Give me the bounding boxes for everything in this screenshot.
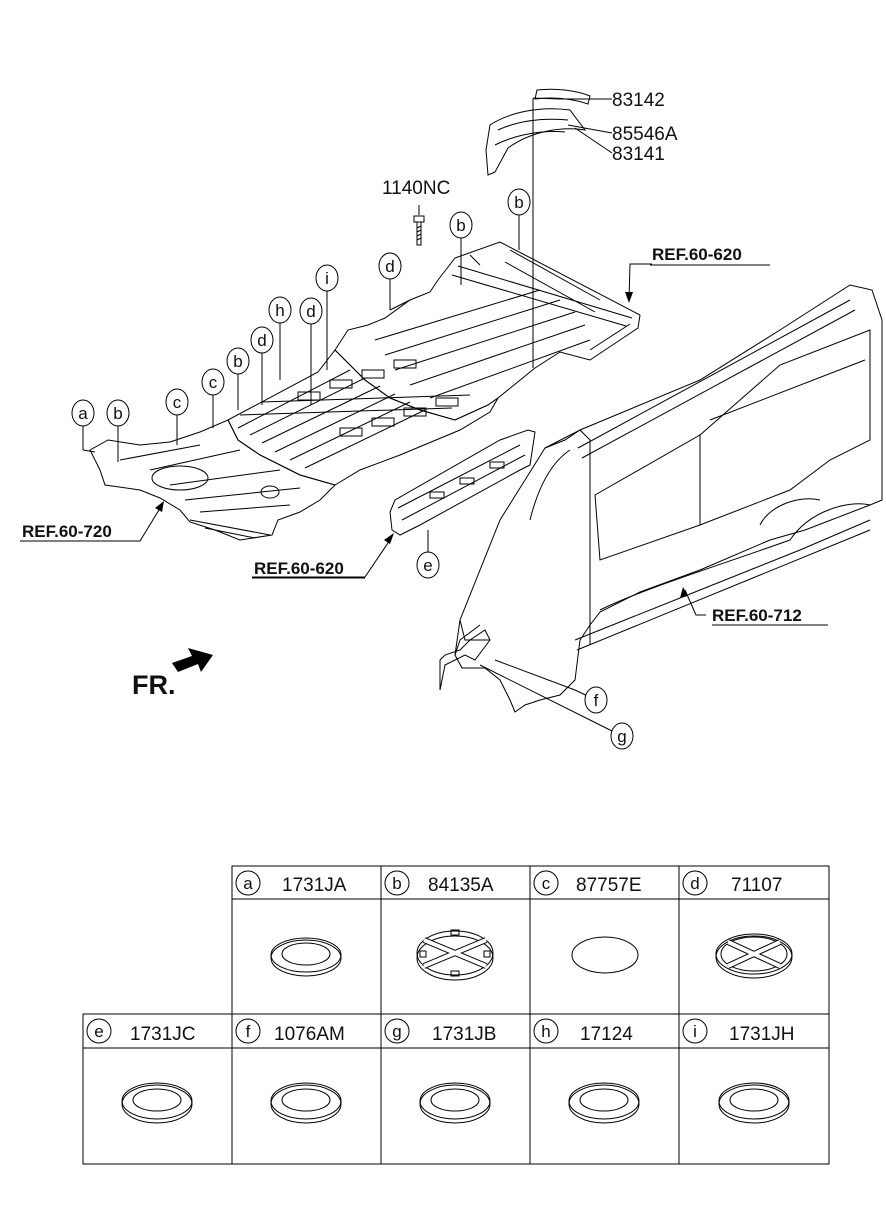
- cell-code-g: 1731JB: [432, 1024, 496, 1045]
- floor-panel-illustration: [89, 88, 883, 713]
- cell-letter-a: a: [243, 874, 253, 893]
- cell-letter-f: f: [246, 1022, 251, 1041]
- callout-c: [165, 388, 189, 416]
- callout-b: [449, 211, 473, 239]
- front-label: FR.: [132, 670, 176, 700]
- ref-label-60-620-top: REF.60-620: [652, 245, 742, 264]
- ref-label-60-712: REF.60-712: [712, 606, 802, 625]
- callouts: [71, 188, 634, 750]
- grommet-icon-i: [718, 1082, 790, 1124]
- callout-letter: a: [78, 404, 88, 423]
- cell-code-e: 1731JC: [130, 1024, 196, 1045]
- callout-letter: b: [514, 193, 523, 212]
- callout-b: [507, 188, 531, 216]
- cell-letter-g: g: [392, 1022, 401, 1041]
- oval-plug-icon-c: [571, 936, 639, 974]
- grommet-icon-f: [270, 1082, 342, 1124]
- cell-letter-e: e: [94, 1022, 103, 1041]
- cell-code-d: 71107: [731, 875, 782, 896]
- callout-letter: b: [456, 216, 465, 235]
- callout-letter: g: [617, 727, 626, 746]
- callout-letter: d: [257, 331, 266, 350]
- callout-letter: e: [423, 556, 432, 575]
- cell-letter-h: h: [541, 1022, 550, 1041]
- arrowheads: [155, 292, 688, 598]
- callout-letter: c: [209, 373, 218, 392]
- ref-label-60-620-bottom: REF.60-620: [254, 559, 344, 578]
- front-direction-indicator: FR.: [132, 648, 213, 700]
- callout-f: [584, 686, 608, 714]
- callout-d: [378, 252, 402, 280]
- part-number-1140nc: 1140NC: [382, 178, 450, 199]
- callout-d: [250, 326, 274, 354]
- cell-letter-c: c: [542, 874, 551, 893]
- callout-letters: a b c c b d h d i d b b e f g: [78, 193, 626, 746]
- grommet-icon-g: [419, 1082, 491, 1124]
- ref-label-60-720: REF.60-720: [22, 522, 112, 541]
- callout-letter: f: [594, 691, 599, 710]
- grommet-icon-h: [568, 1082, 640, 1124]
- callout-h: [268, 296, 292, 324]
- cell-code-h: 17124: [580, 1024, 633, 1045]
- callout-letter: c: [173, 393, 182, 412]
- callout-letter: d: [385, 257, 394, 276]
- callout-i: [315, 264, 339, 292]
- cell-code-c: 87757E: [576, 875, 642, 896]
- callout-b: [226, 347, 250, 375]
- part-number-85546a: 85546A: [612, 124, 678, 145]
- grommet-icon-a: [270, 937, 342, 977]
- callout-a: [71, 399, 95, 427]
- table-letter-circles: [86, 870, 708, 1044]
- cell-letter-b: b: [392, 874, 401, 893]
- plug-illustrations: [121, 929, 793, 1124]
- callout-letter: b: [113, 404, 122, 423]
- parts-table: [82, 865, 830, 1165]
- callout-g: [610, 722, 634, 750]
- cell-code-f: 1076AM: [274, 1024, 345, 1045]
- callout-letter: i: [325, 269, 329, 288]
- cell-code-b: 84135A: [428, 875, 494, 896]
- grommet-icon-e: [121, 1082, 193, 1124]
- cell-code-a: 1731JA: [282, 875, 347, 896]
- cell-letter-d: d: [690, 874, 699, 893]
- part-number-83141: 83141: [612, 144, 665, 165]
- callout-e: [416, 551, 440, 579]
- cell-letter-i: i: [693, 1022, 697, 1041]
- callout-c: [201, 368, 225, 396]
- callout-d: [299, 297, 323, 325]
- cell-code-i: 1731JH: [729, 1024, 795, 1045]
- callout-letter: d: [306, 302, 315, 321]
- cross-plug-icon-b: [416, 929, 494, 981]
- part-number-83142: 83142: [612, 90, 665, 111]
- cross-plug-icon-d: [715, 933, 793, 979]
- front-arrow-icon: [172, 648, 213, 672]
- callout-b: [106, 399, 130, 427]
- callout-letter: b: [233, 352, 242, 371]
- callout-letter: h: [275, 301, 284, 320]
- table-cell-headers: a 1731JA b 84135A c 87757E d 71107 e 173…: [94, 874, 794, 1045]
